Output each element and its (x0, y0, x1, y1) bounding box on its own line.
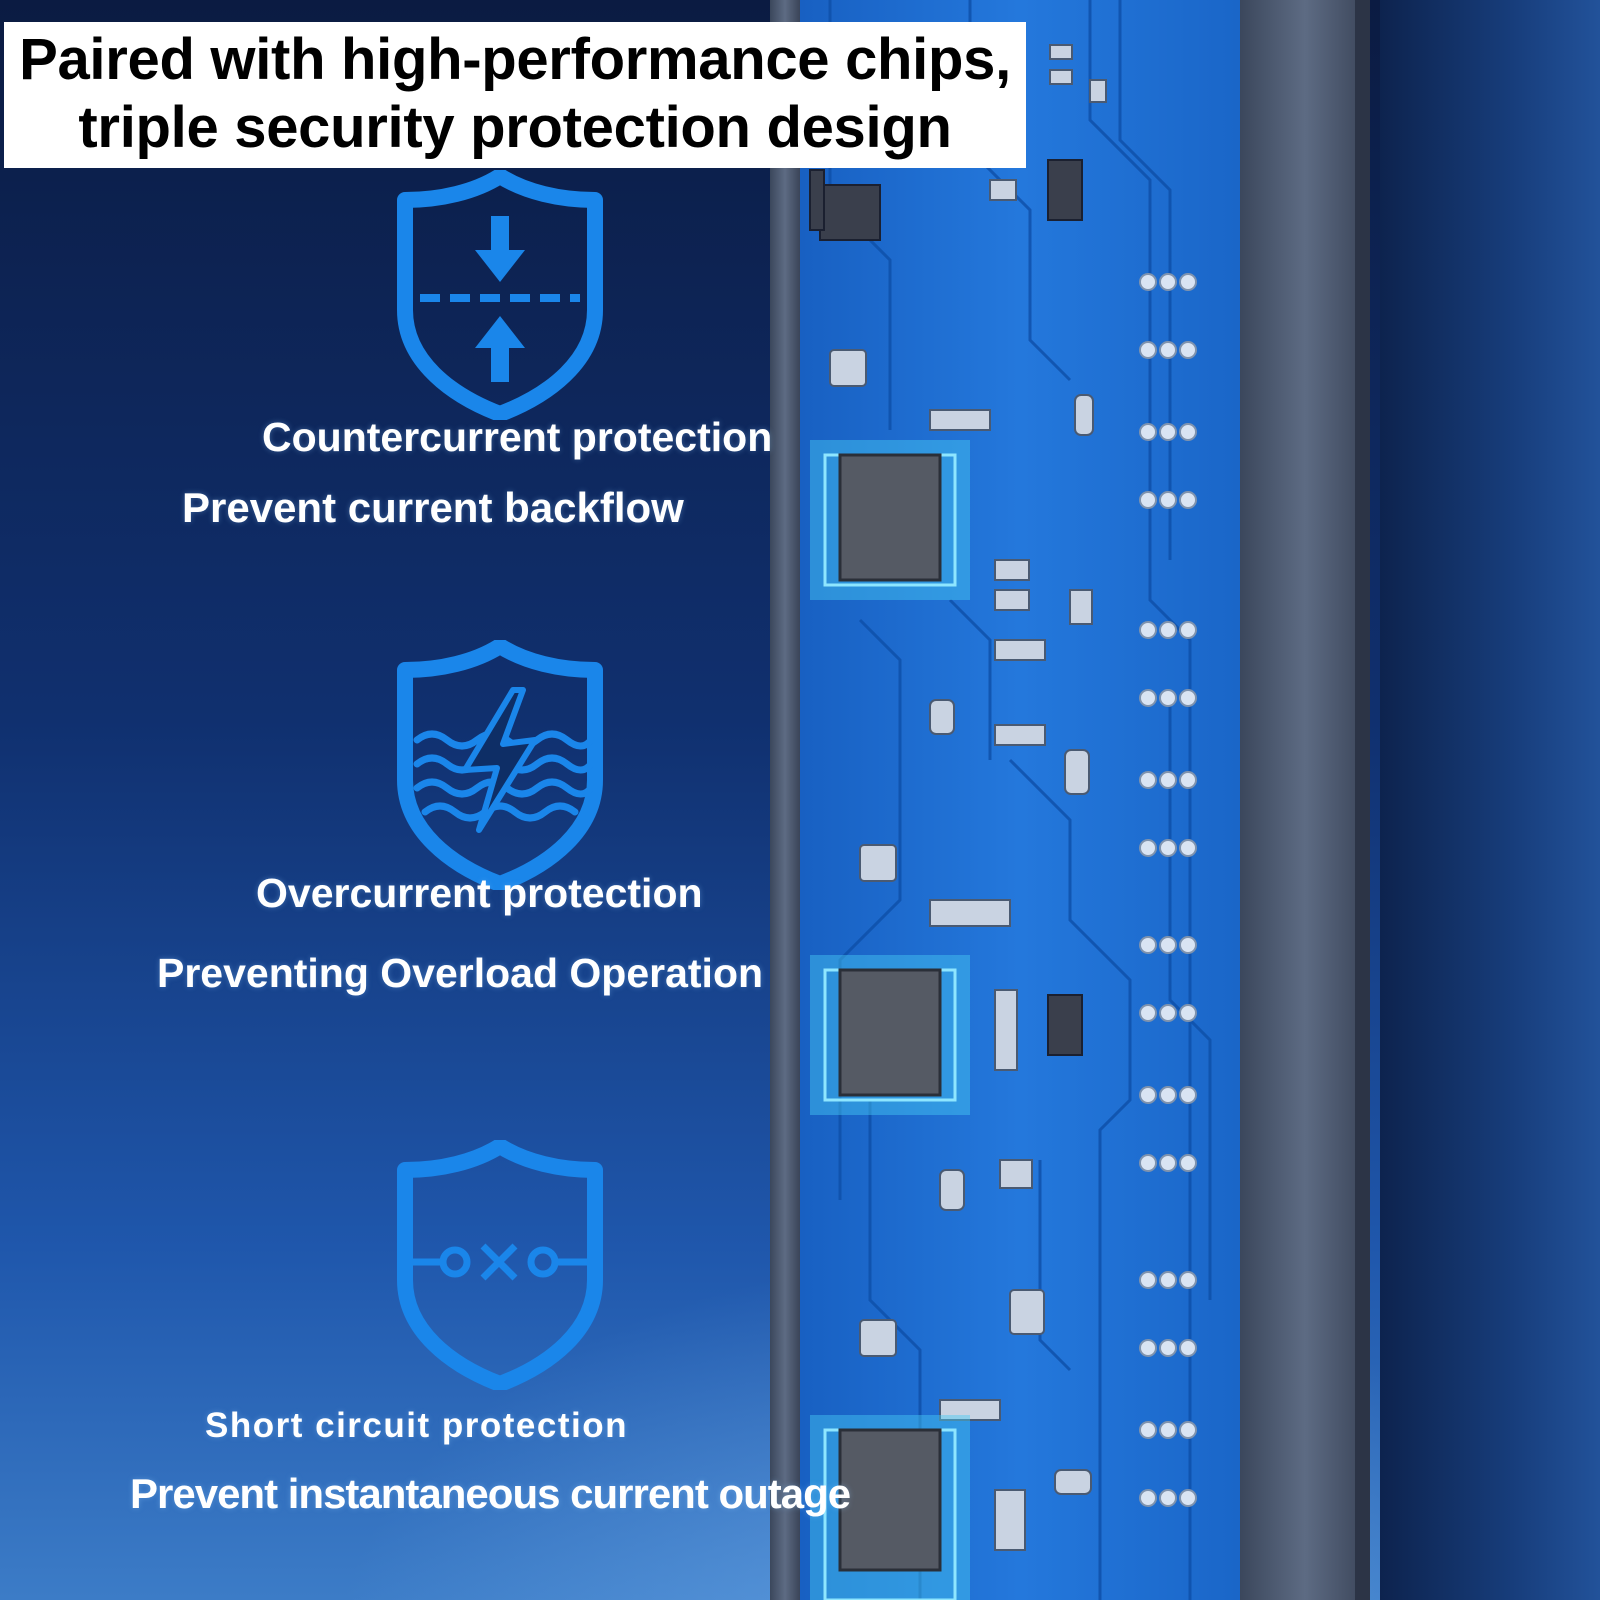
right-background-band (1380, 0, 1600, 1600)
short-circuit-subtitle: Prevent instantaneous current outage (130, 1470, 851, 1517)
device-housing-left (770, 0, 800, 1600)
headline-box (4, 22, 1026, 168)
device-housing-right (1240, 0, 1370, 1600)
short-circuit-title: Short circuit protection (205, 1406, 628, 1445)
main-chip-1 (810, 440, 970, 600)
pcb-components (829, 44, 1107, 1551)
headline-line-2: triple security protection design (78, 95, 952, 160)
pcb-vias (1139, 273, 1197, 1507)
overcurrent-shield-icon (397, 640, 603, 890)
countercurrent-subtitle: Prevent current backflow (182, 484, 684, 531)
pcb-small-ics (809, 159, 1083, 1056)
countercurrent-shield-icon (397, 170, 603, 420)
headline-line-1: Paired with high-performance chips, (19, 27, 1011, 92)
overcurrent-subtitle: Preventing Overload Operation (157, 950, 764, 996)
device-housing-edge (1355, 0, 1370, 1600)
main-chip-3 (810, 1415, 970, 1600)
overcurrent-title: Overcurrent protection (256, 870, 703, 916)
short-circuit-shield-icon (397, 1140, 603, 1390)
countercurrent-title: Countercurrent protection (262, 414, 773, 460)
circuit-board-device (770, 0, 1370, 1600)
main-chip-2 (810, 955, 970, 1115)
